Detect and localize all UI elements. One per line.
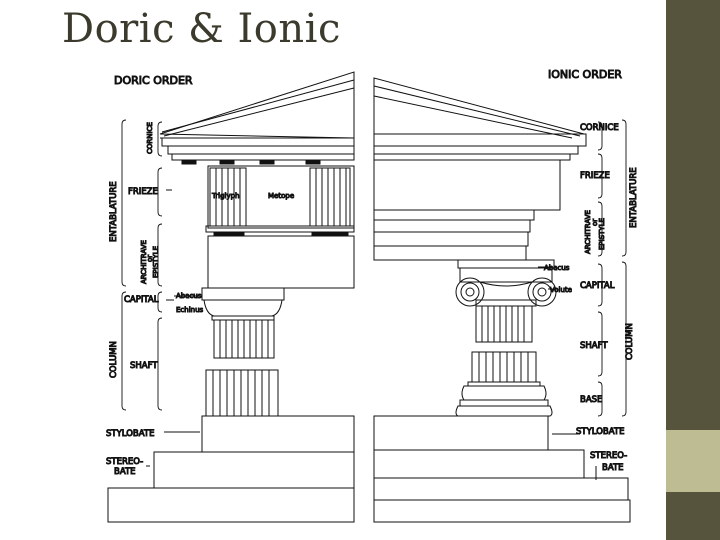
- ionic-column-label: COLUMN: [625, 323, 635, 360]
- slide-title: Doric & Ionic: [62, 6, 341, 52]
- ionic-brackets: [597, 119, 627, 417]
- doric-abacus-label: Abacus: [176, 292, 202, 300]
- doric-echinus-label: Echinus: [176, 306, 204, 314]
- doric-epistyle-label: EPISTYLE: [152, 246, 160, 278]
- ionic-drawing: [373, 77, 631, 523]
- ionic-base-label: BASE: [580, 395, 602, 405]
- ionic-cornice-label: CORNICE: [580, 123, 619, 133]
- doric-stylobate-label: STYLOBATE: [106, 429, 154, 439]
- ionic-title: IONIC ORDER: [548, 68, 622, 81]
- doric-column-label: COLUMN: [109, 341, 119, 378]
- doric-architrave-label: ARCHITRAVE: [140, 240, 148, 284]
- ionic-entablature-label: ENTABLATURE: [629, 167, 639, 228]
- doric-stereobate-label-2: BATE: [114, 467, 136, 477]
- orders-diagram: DORIC ORDER CORNICE FRIEZE ARCHITRAVE or…: [102, 56, 660, 530]
- doric-metope-label: Metope: [268, 192, 294, 200]
- doric-triglyph-right: [309, 167, 351, 227]
- doric-cornice-label: CORNICE: [146, 122, 154, 154]
- ionic-capital-label: CAPITAL: [580, 281, 615, 291]
- doric-title: DORIC ORDER: [114, 74, 193, 87]
- doric-brackets: [121, 119, 163, 411]
- doric-triglyph-label: Triglyph: [211, 192, 239, 200]
- doric-drawing: [107, 71, 355, 523]
- doric-stereobate-label-1: STEREO-: [106, 457, 143, 467]
- doric-capital-label: CAPITAL: [124, 295, 159, 305]
- ionic-stereobate-label-2: BATE: [602, 463, 624, 473]
- ionic-or-label: or: [591, 219, 599, 226]
- ionic-frieze-label: FRIEZE: [580, 171, 610, 181]
- ionic-shaft-label: SHAFT: [580, 341, 608, 351]
- doric-frieze-label: FRIEZE: [128, 187, 158, 197]
- ionic-stereobate-label-1: STEREO-: [590, 451, 627, 461]
- ionic-architrave-label: ARCHITRAVE: [584, 210, 592, 254]
- ionic-abacus-label: Abacus: [544, 264, 570, 272]
- doric-mutules: [181, 159, 321, 165]
- ionic-stylobate-label: STYLOBATE: [576, 427, 624, 437]
- ionic-epistyle-label: EPISTYLE: [598, 218, 606, 250]
- doric-entablature-label: ENTABLATURE: [109, 181, 119, 242]
- doric-shaft-label: SHAFT: [130, 361, 158, 371]
- ionic-volute-label: Volute: [550, 286, 572, 294]
- sidebar-accent-block: [666, 430, 720, 492]
- doric-guttae: [213, 231, 349, 236]
- doric-or-label: or: [146, 255, 154, 262]
